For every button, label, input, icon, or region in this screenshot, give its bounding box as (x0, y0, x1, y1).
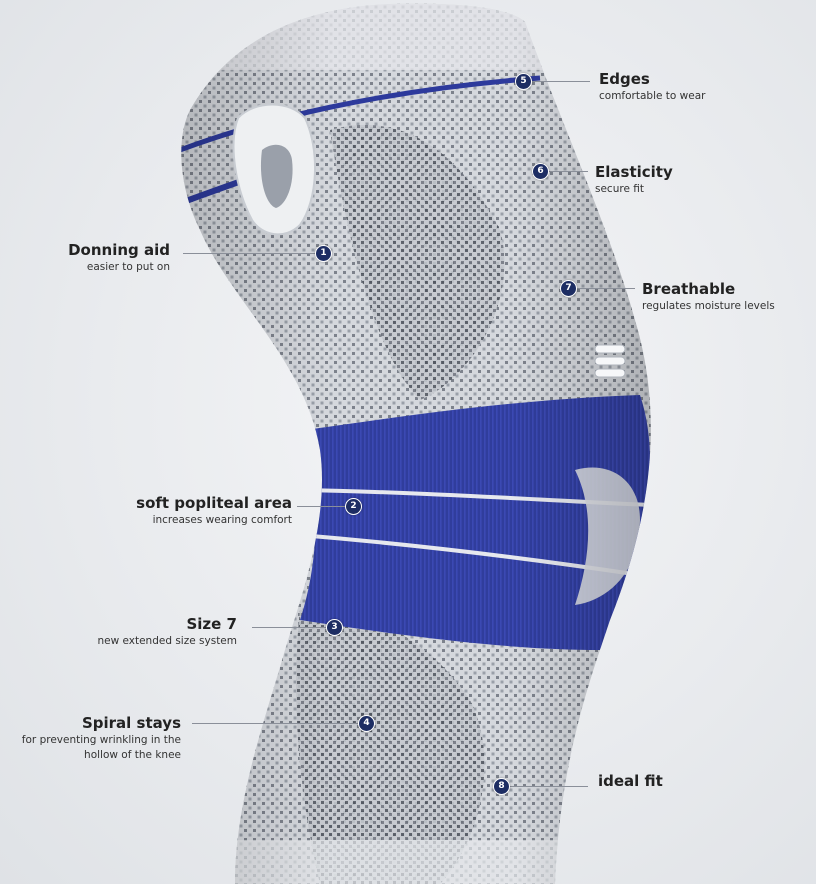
feature-spiral-stays: Spiral stays for preventing wrinkling in… (9, 714, 181, 763)
leader-line-4 (192, 723, 358, 724)
donning-aid-loop (232, 103, 317, 236)
feature-subtitle: for preventing wrinkling in the hollow o… (21, 734, 181, 761)
feature-size-7: Size 7 new extended size system (97, 615, 237, 649)
marker-6: 6 (532, 163, 549, 180)
feature-breathable: Breathable regulates moisture levels (642, 280, 775, 314)
marker-1: 1 (315, 245, 332, 262)
leader-line-7 (575, 288, 635, 289)
feature-title: Edges (599, 70, 650, 88)
feature-title: soft popliteal area (136, 494, 292, 512)
feature-subtitle: secure fit (595, 183, 644, 195)
feature-subtitle: new extended size system (97, 635, 237, 647)
leader-line-5 (530, 81, 590, 82)
feature-title: Size 7 (186, 615, 237, 633)
feature-title: Elasticity (595, 163, 673, 181)
feature-edges: Edges comfortable to wear (599, 70, 705, 104)
feature-subtitle: easier to put on (86, 261, 170, 273)
feature-elasticity: Elasticity secure fit (595, 163, 673, 197)
marker-3: 3 (326, 619, 343, 636)
feature-soft-popliteal-area: soft popliteal area increases wearing co… (136, 494, 292, 528)
leader-line-3 (252, 627, 326, 628)
feature-subtitle: comfortable to wear (599, 90, 706, 102)
marker-7: 7 (560, 280, 577, 297)
marker-2: 2 (345, 498, 362, 515)
feature-title: Donning aid (68, 241, 170, 259)
marker-4: 4 (358, 715, 375, 732)
leader-line-8 (508, 786, 588, 787)
feature-title: Spiral stays (81, 714, 181, 732)
marker-8: 8 (493, 778, 510, 795)
leader-line-1 (183, 253, 315, 254)
feature-ideal-fit: ideal fit (598, 772, 663, 790)
brand-logo (594, 344, 626, 378)
feature-donning-aid: Donning aid easier to put on (68, 241, 170, 275)
leader-line-6 (547, 171, 588, 172)
feature-subtitle: increases wearing comfort (152, 514, 292, 526)
feature-title: ideal fit (598, 772, 663, 790)
feature-subtitle: regulates moisture levels (642, 300, 775, 312)
leader-line-2 (297, 506, 345, 507)
marker-5: 5 (515, 73, 532, 90)
feature-title: Breathable (642, 280, 736, 298)
brace-body (181, 3, 651, 884)
